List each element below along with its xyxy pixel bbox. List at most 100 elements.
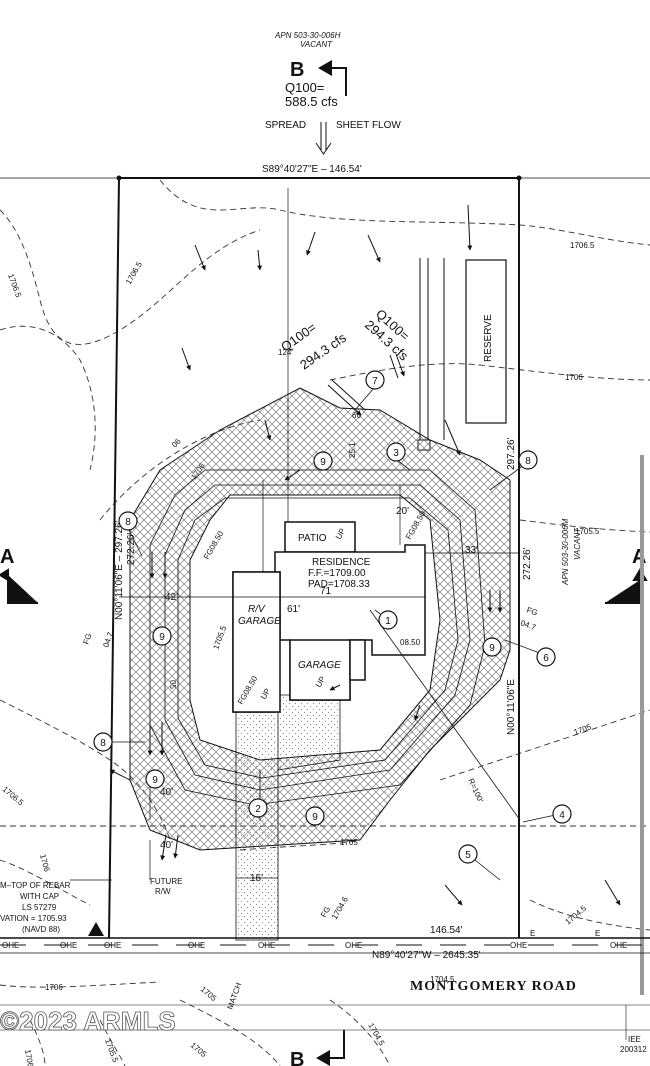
- svg-text:A: A: [632, 546, 646, 568]
- drain-pipe: [417, 258, 445, 451]
- flow-label-top: Q100=: [285, 80, 324, 95]
- callout-7: [365, 370, 385, 390]
- dim-42: 42': [165, 592, 178, 603]
- svg-text:1704.6: 1704.6: [330, 895, 350, 921]
- dim-40-a: 40': [160, 787, 173, 798]
- callout-9-d: [145, 769, 165, 789]
- sheet-flow-label: SHEET FLOW: [336, 120, 401, 131]
- corner-iee: IEE: [628, 1035, 641, 1044]
- dimension-lines: [119, 188, 519, 880]
- benchmark-triangle-icon: [88, 922, 104, 936]
- svg-text:04.7: 04.7: [519, 618, 537, 632]
- callout-9-c: [482, 637, 502, 657]
- contour-1705-5-bottom: 1705.5: [103, 1038, 120, 1065]
- callout-4: [552, 804, 572, 824]
- future-rw-1: FUTURE: [150, 877, 182, 886]
- callout-9-a: [313, 451, 333, 471]
- contour-1706-5-far: 1706.5: [23, 1049, 36, 1066]
- svg-text:9: 9: [152, 775, 158, 786]
- svg-text:B: B: [290, 1049, 304, 1066]
- section-arrow-icon: [318, 60, 332, 76]
- callout-2: [248, 798, 268, 818]
- svg-text:9: 9: [489, 643, 495, 654]
- callout-6: [536, 647, 556, 667]
- pad-label: PAD=1708.33: [308, 579, 370, 590]
- callout-markers: [93, 370, 572, 864]
- callout-8-c: [93, 732, 113, 752]
- dim-71: 71: [320, 586, 332, 597]
- flow-double-arrow-icon: [315, 122, 332, 155]
- building-footprint: [232, 521, 426, 713]
- contour-1706-upper-left: 1706.5: [6, 273, 23, 300]
- right-margin-bar: [640, 455, 644, 995]
- rv-garage-label-1: R/V: [248, 604, 266, 615]
- svg-text:3: 3: [393, 448, 399, 459]
- road-lines: [0, 937, 650, 1031]
- road-name: MONTGOMERY ROAD: [410, 979, 577, 994]
- apn-right-status: VACANT: [573, 527, 582, 560]
- svg-text:9: 9: [320, 457, 326, 468]
- contour-1706-5-right: 1706.5: [570, 241, 595, 250]
- callout-5: [458, 844, 478, 864]
- radius-label: R=100': [466, 777, 485, 804]
- reserve-area: [465, 259, 507, 424]
- svg-text:5: 5: [465, 850, 471, 861]
- contour-1706-5-left: 1706.5: [124, 260, 144, 286]
- svg-text:4: 4: [559, 810, 565, 821]
- contour-1706-5-lower: 1706.5: [1, 785, 26, 808]
- reserve-label: RESERVE: [483, 314, 494, 362]
- dim-40-b: 40': [160, 840, 173, 851]
- callout-3: [386, 442, 406, 462]
- svg-text:66: 66: [352, 411, 361, 420]
- svg-text:1: 1: [385, 616, 391, 627]
- svg-text:(NAVD 88): (NAVD 88): [22, 925, 60, 934]
- svg-text:E: E: [595, 929, 600, 938]
- svg-text:25.1: 25.1: [348, 442, 357, 458]
- svg-text:OHE: OHE: [258, 941, 275, 950]
- contour-1706-bottom: 1706: [45, 983, 63, 992]
- section-arrow-bottom-icon: [316, 1050, 330, 1066]
- dim-20: 20': [396, 506, 409, 517]
- bearing-bottom: N89°40'27"W – 2645.35': [372, 950, 481, 961]
- spread-label: SPREAD: [265, 120, 306, 131]
- dim-124: 124': [278, 348, 293, 357]
- patio-label: PATIO: [298, 533, 327, 544]
- contour-06: 06: [170, 436, 183, 449]
- apn-right: APN 503-30-006M: [561, 518, 570, 586]
- callout-1: [378, 610, 398, 630]
- contour-1705-bottom: 1705: [199, 985, 219, 1004]
- svg-text:OHE: OHE: [345, 941, 362, 950]
- svg-text:VATION = 1705.93: VATION = 1705.93: [0, 914, 67, 923]
- svg-text:OHE: OHE: [2, 941, 19, 950]
- svg-text:FG: FG: [525, 605, 539, 617]
- svg-text:LS 57279: LS 57279: [22, 903, 57, 912]
- flow-value-top: 588.5 cfs: [285, 94, 338, 109]
- dim-33: 33': [465, 545, 478, 556]
- ohe-labels: OHE OHE OHE OHE OHE OHE OHE OHE E E: [2, 929, 627, 950]
- contour-1705-5: 1705.5: [575, 527, 600, 536]
- rv-garage-label-2: GARAGE: [238, 616, 281, 627]
- watermark: ©2023 ARMLS: [0, 1006, 176, 1036]
- svg-text:WITH CAP: WITH CAP: [20, 892, 59, 901]
- svg-text:M–TOP OF REBAR: M–TOP OF REBAR: [0, 881, 71, 890]
- svg-text:FG: FG: [81, 632, 93, 646]
- svg-text:2: 2: [255, 804, 261, 815]
- svg-text:OHE: OHE: [60, 941, 77, 950]
- svg-text:7: 7: [372, 376, 378, 387]
- corner-number: 200312: [620, 1045, 647, 1054]
- bearing-right: 297.26': [506, 437, 517, 470]
- svg-text:08.50: 08.50: [400, 638, 421, 647]
- callout-9-b: [152, 626, 172, 646]
- match-label: MATCH: [225, 981, 243, 1010]
- callout-8-a: [518, 450, 538, 470]
- svg-text:OHE: OHE: [510, 941, 527, 950]
- ff-label: F.F.=1709.00: [308, 568, 366, 579]
- svg-text:OHE: OHE: [188, 941, 205, 950]
- svg-text:E: E: [530, 929, 535, 938]
- dim-16: 16': [250, 873, 263, 884]
- svg-text:OHE: OHE: [610, 941, 627, 950]
- garage-label: GARAGE: [298, 660, 341, 671]
- contour-1705: 1705: [573, 722, 593, 737]
- svg-text:9: 9: [159, 632, 165, 643]
- svg-text:9: 9: [312, 812, 318, 823]
